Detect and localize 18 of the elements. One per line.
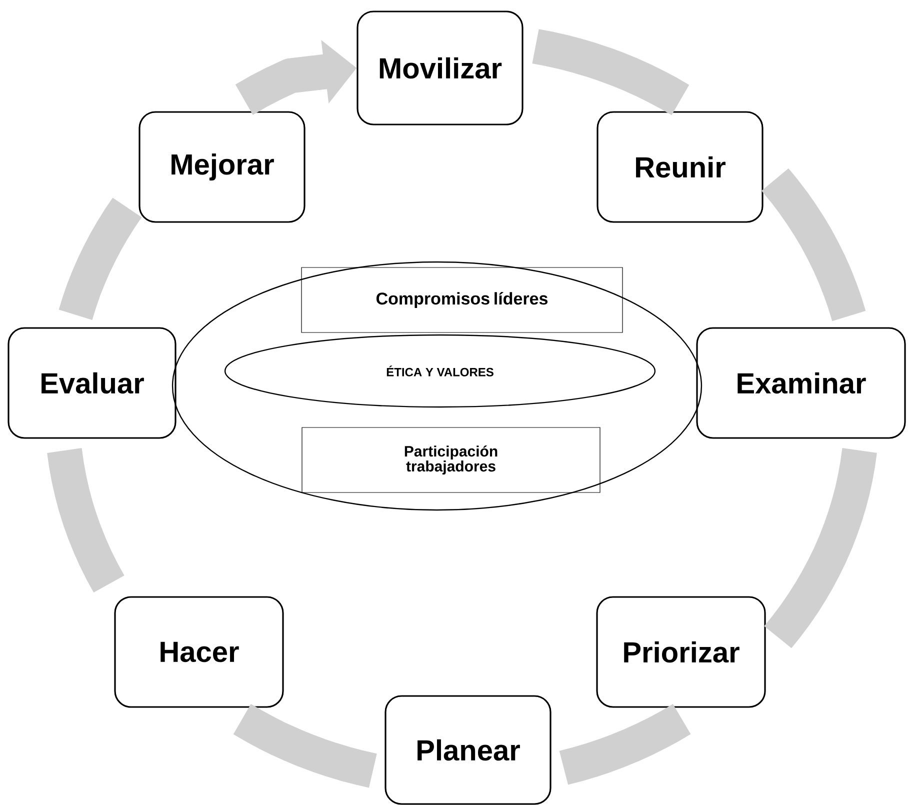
inner-box: Compromisos líderes xyxy=(301,267,623,333)
step-box: Movilizar xyxy=(356,10,524,126)
center-ellipse xyxy=(172,261,702,511)
step-box: Examinar xyxy=(696,327,906,439)
ring-segment xyxy=(58,198,142,320)
ring-segment xyxy=(762,168,866,322)
step-box: Evaluar xyxy=(8,327,176,439)
ring-segment xyxy=(764,446,877,648)
step-box: Planear xyxy=(384,695,552,805)
step-box: Priorizar xyxy=(596,596,766,708)
step-box: Hacer xyxy=(114,596,284,708)
ring-segment xyxy=(47,447,124,592)
step-box: Mejorar xyxy=(138,111,306,223)
step-box: Reunir xyxy=(596,111,764,223)
ring-segment xyxy=(233,704,377,788)
inner-box: Participación trabajadores xyxy=(302,427,600,493)
ring-segment xyxy=(532,29,690,116)
ring-segment xyxy=(559,704,691,785)
